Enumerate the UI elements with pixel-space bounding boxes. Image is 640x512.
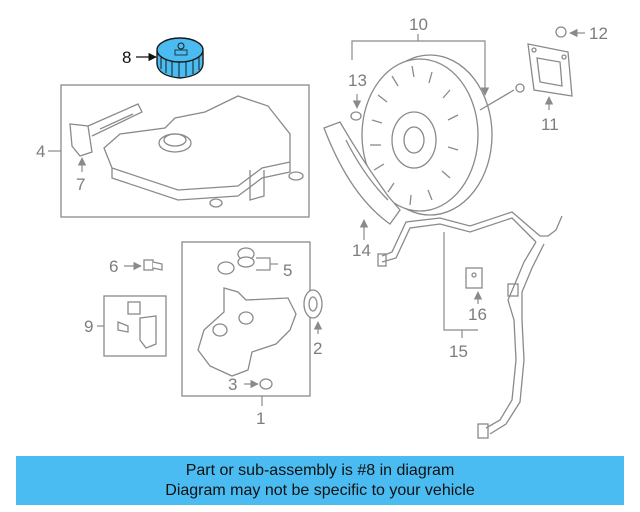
gasket-part-11	[527, 43, 573, 97]
callout-16: 16	[468, 305, 487, 324]
nut-part-12	[555, 26, 567, 38]
callout-13: 13	[348, 71, 367, 90]
callout-14: 14	[352, 241, 371, 260]
callout-3: 3	[228, 375, 237, 394]
bracket-part-16	[465, 267, 483, 289]
heat-shield-part-14	[323, 121, 401, 225]
callout-15: 15	[449, 342, 468, 361]
callout-1: 1	[256, 409, 265, 428]
banner-line-disclaimer: Diagram may not be specific to your vehi…	[165, 482, 475, 499]
info-banner: Part or sub-assembly is #8 in diagram Di…	[16, 456, 624, 505]
callout-6: 6	[109, 257, 118, 276]
callout-5: 5	[283, 261, 292, 280]
callout-11: 11	[541, 115, 559, 134]
reservoir-group	[60, 84, 310, 218]
callout-2: 2	[313, 339, 322, 358]
parts-diagram: 8 4 7 10	[36, 15, 608, 439]
callout-4: 4	[36, 142, 45, 161]
banner-line-part: Part or sub-assembly is #8 in diagram	[185, 462, 455, 479]
callout-9: 9	[84, 317, 93, 336]
brake-booster-part-10	[361, 54, 525, 216]
callout-7: 7	[76, 175, 85, 194]
callout-8: 8	[122, 48, 131, 67]
master-cylinder-group	[181, 241, 323, 397]
callout-12: 12	[589, 24, 608, 43]
brake-lines-part-15	[377, 211, 563, 439]
washer-part-13	[350, 111, 362, 121]
callout-10: 10	[409, 15, 428, 34]
sensor-kit-group-part-9	[103, 295, 167, 357]
bolt-part-6	[143, 259, 163, 271]
reservoir-cap-part-8[interactable]	[156, 37, 204, 79]
